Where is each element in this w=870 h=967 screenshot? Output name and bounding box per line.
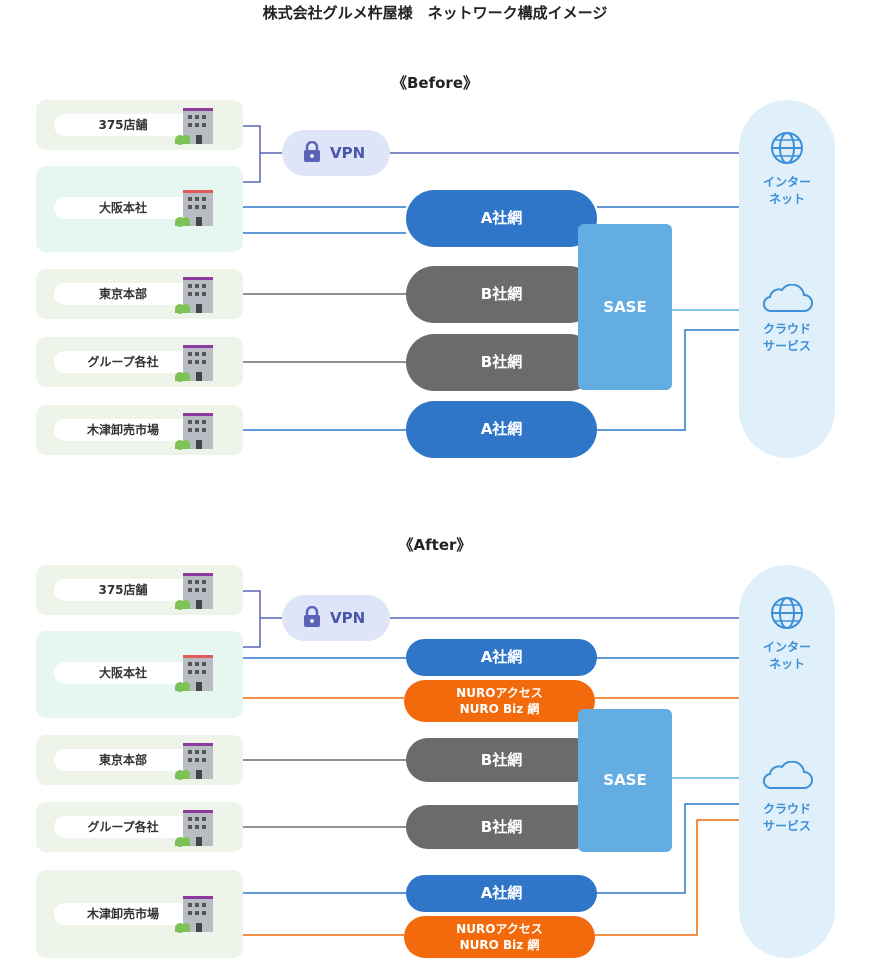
cloud-icon [762,761,813,790]
site-box-tokyo-hq: 東京本部 [36,269,243,319]
vpn-node: VPN [282,595,390,641]
before-heading: 《Before》 [391,74,478,92]
endpoint-column: インター ネット クラウド サービス [739,565,835,958]
cloud-label-line1: クラウド [762,802,811,816]
a-network-pill: A社網 [406,639,597,676]
site-label: 375店舗 [54,114,192,136]
site-label: 東京本部 [54,749,192,771]
site-label: 375店舗 [54,579,192,601]
vpn-label: VPN [330,609,366,627]
cloud-service-label: クラウド サービス [739,321,835,355]
globe-icon [771,597,803,629]
building-icon [175,277,213,314]
cloud-icon [762,284,813,313]
site-box-osaka-hq: 大阪本社 [36,631,243,718]
internet-label: インター ネット [739,639,835,673]
site-box-osaka-hq: 大阪本社 [36,166,243,252]
nuro-label-line1: NUROアクセス [456,922,543,936]
sase-node: SASE [578,709,672,852]
site-box-group-companies: グループ各社 [36,802,243,852]
b-network-pill: B社網 [406,266,597,323]
internet-label-line2: ネット [768,657,805,671]
site-label: グループ各社 [54,351,192,373]
building-icon [175,573,213,610]
b-network-pill: B社網 [406,805,597,849]
building-icon [175,108,213,145]
site-label: 大阪本社 [54,197,192,219]
site-box-375-stores: 375店舗 [36,565,243,615]
site-box-kizu-market: 木津卸売市場 [36,870,243,958]
site-label: 大阪本社 [54,662,192,684]
a-network-pill: A社網 [406,401,597,458]
b-network-pill: B社網 [406,334,597,391]
cloud-label-line1: クラウド [762,322,811,336]
vpn-label: VPN [330,144,366,162]
cloud-service-label: クラウド サービス [739,801,835,835]
a-network-pill: A社網 [406,875,597,912]
site-box-375-stores: 375店舗 [36,100,243,150]
sase-node: SASE [578,224,672,390]
site-box-group-companies: グループ各社 [36,337,243,387]
vpn-node: VPN [282,130,390,176]
building-icon [175,345,213,382]
building-icon [175,190,213,227]
site-label: グループ各社 [54,816,192,838]
site-label: 木津卸売市場 [54,419,192,441]
site-label: 木津卸売市場 [54,903,192,925]
nuro-label-line1: NUROアクセス [456,686,543,700]
building-icon [175,810,213,847]
nuro-network-pill: NUROアクセス NURO Biz 網 [404,680,595,722]
cloud-label-line2: サービス [762,819,811,833]
internet-label-line2: ネット [768,192,805,206]
nuro-network-pill: NUROアクセス NURO Biz 網 [404,916,595,958]
building-icon [175,413,213,450]
internet-label-line1: インター [762,640,811,654]
site-box-kizu-market: 木津卸売市場 [36,405,243,455]
building-icon [175,743,213,780]
lock-icon [304,141,320,162]
cloud-label-line2: サービス [762,339,811,353]
nuro-label-line2: NURO Biz 網 [459,702,540,716]
nuro-label-line2: NURO Biz 網 [459,938,540,952]
b-network-pill: B社網 [406,738,597,782]
a-network-pill: A社網 [406,190,597,247]
endpoint-column: インター ネット クラウド サービス [739,100,835,458]
internet-label: インター ネット [739,174,835,208]
diagram-title: 株式会社グルメ杵屋様 ネットワーク構成イメージ [262,4,608,22]
building-icon [175,896,213,933]
globe-icon [771,132,803,164]
site-label: 東京本部 [54,283,192,305]
site-box-tokyo-hq: 東京本部 [36,735,243,785]
internet-label-line1: インター [762,175,811,189]
after-heading: 《After》 [398,536,472,554]
building-icon [175,655,213,692]
lock-icon [304,606,320,627]
